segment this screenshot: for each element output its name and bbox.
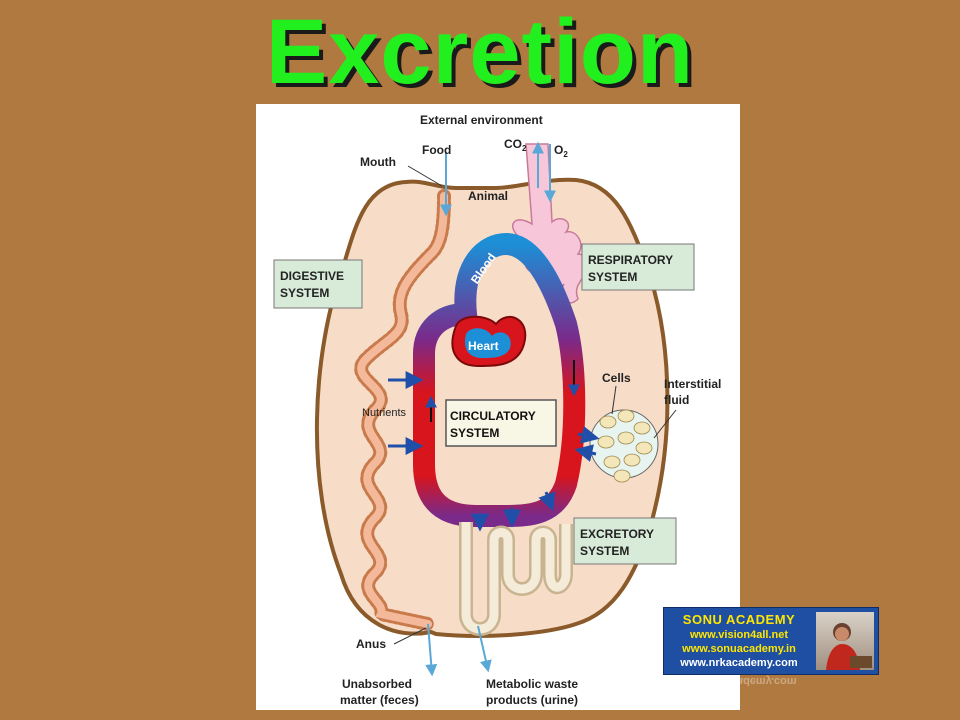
excretion-diagram: CIRCULATORY SYSTEM [256, 104, 740, 710]
external-environment-label: External environment [420, 113, 543, 127]
digestive-label-box [273, 259, 363, 309]
mouth-label: Mouth [360, 155, 396, 169]
food-label: Food [422, 143, 451, 157]
metabolic-label-2: products (urine) [486, 693, 578, 707]
co2-label: CO2 [504, 137, 527, 153]
watermark-brand: SONU ACADEMY [682, 612, 796, 627]
circulatory-label-1: CIRCULATORY [450, 409, 536, 423]
excretory-label-box [573, 517, 677, 565]
excretory-label-1: EXCRETORY [580, 527, 654, 541]
blood-vessel-loop [413, 232, 586, 527]
anus-label: Anus [356, 637, 386, 651]
cells-label: Cells [602, 371, 631, 385]
circulatory-label-2: SYSTEM [450, 426, 499, 440]
watermark-url-2: www.sonuacademy.in [682, 643, 796, 655]
digestive-label-2: SYSTEM [280, 286, 329, 300]
slide-title: Excretion [265, 1, 695, 103]
heart-label: Heart [468, 339, 499, 353]
excretory-label-2: SYSTEM [580, 544, 629, 558]
respiratory-label-2: SYSTEM [588, 270, 637, 284]
nutrients-label: Nutrients [362, 407, 407, 419]
animal-label: Animal [468, 189, 508, 203]
watermark-url-1: www.vision4all.net [689, 629, 788, 641]
digestive-label-1: DIGESTIVE [280, 269, 344, 283]
respiratory-label-1: RESPIRATORY [588, 253, 673, 267]
o2-label: O2 [554, 143, 568, 159]
respiratory-label-box [581, 243, 695, 291]
metabolic-label-1: Metabolic waste [486, 677, 578, 691]
mouth-pointer [407, 165, 443, 187]
interstitial-label-2: fluid [664, 393, 689, 407]
sonu-academy-watermark: SONU ACADEMY www.vision4all.net www.sonu… [663, 607, 879, 675]
interstitial-label-1: Interstitial [664, 377, 721, 391]
watermark-url-3: www.nrkacademy.com [680, 657, 798, 669]
unabsorbed-label-1: Unabsorbed [342, 677, 412, 691]
presenter-photo [816, 612, 874, 670]
watermark-reflection: www.nrkacademy.com [679, 675, 797, 687]
unabsorbed-label-2: matter (feces) [340, 693, 419, 707]
